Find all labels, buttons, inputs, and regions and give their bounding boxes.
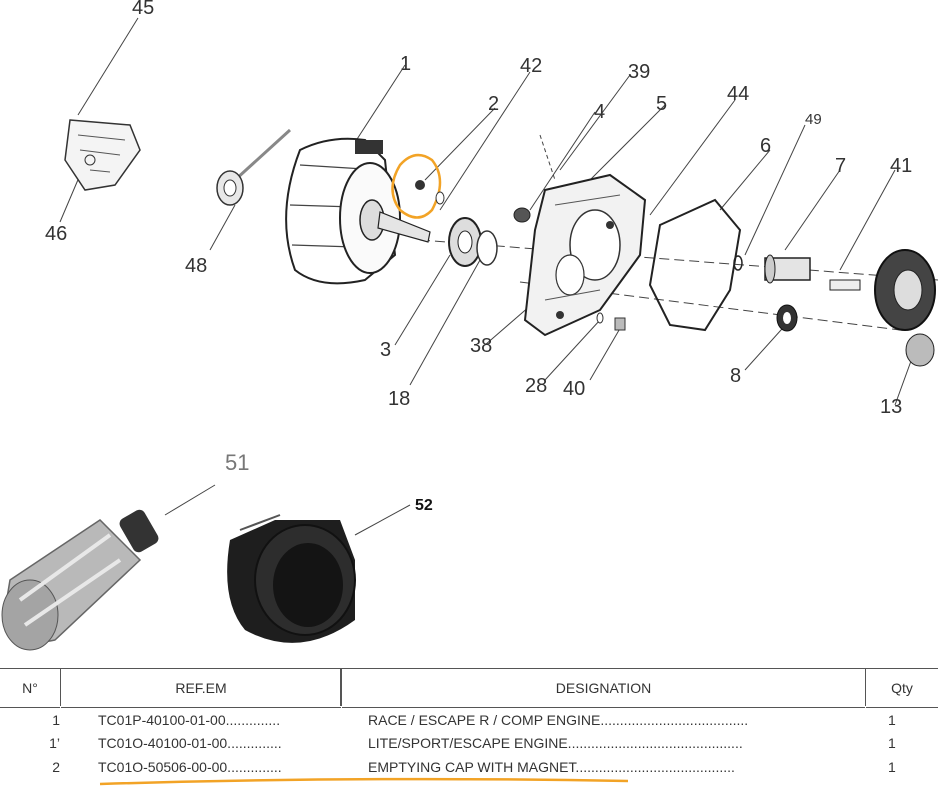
row-ref: TC01O-40100-01-00.............. [98, 735, 282, 751]
part-bearing-seal [435, 191, 498, 267]
callout-41: 41 [890, 155, 912, 177]
callout-18: 18 [388, 388, 410, 410]
callout-3: 3 [380, 339, 391, 361]
row-qty: 1 [888, 759, 896, 775]
part-screw [614, 317, 626, 331]
callout-13: 13 [880, 396, 902, 418]
row-designation: RACE / ESCAPE R / COMP ENGINE...........… [368, 712, 749, 728]
row-designation: EMPTYING CAP WITH MAGNET................… [368, 759, 735, 775]
part-motor-body [285, 137, 431, 285]
callout-7: 7 [835, 155, 846, 177]
row-no: 1’ [49, 735, 60, 751]
column-divider [340, 668, 342, 706]
row-no: 1 [52, 712, 60, 728]
part-small-bearing [513, 207, 531, 223]
part-circlip [733, 255, 743, 271]
callout-6: 6 [760, 135, 771, 157]
row-qty: 1 [888, 712, 896, 728]
parts-table: N° REF.EM DESIGNATION Qty 1 TC01P-40100-… [0, 668, 938, 786]
leader-lines [59, 17, 938, 536]
table-row: 1’ TC01O-40100-01-00.............. LITE/… [0, 731, 938, 755]
row-ref: TC01O-50506-00-00.............. [98, 759, 282, 775]
callout-8: 8 [730, 365, 741, 387]
row-qty: 1 [888, 735, 896, 751]
row-no: 2 [52, 759, 60, 775]
callout-52: 52 [415, 497, 433, 514]
part-small-gear [216, 128, 292, 206]
part-wiring-bracket [64, 119, 141, 191]
column-divider [865, 668, 866, 706]
callout-4: 4 [594, 101, 605, 123]
callout-42: 42 [520, 55, 542, 77]
callout-46: 46 [45, 223, 67, 245]
callout-48: 48 [185, 255, 207, 277]
callout-44: 44 [727, 83, 749, 105]
highlight-underline [99, 777, 629, 786]
callout-45: 45 [132, 0, 154, 19]
part-shaft [764, 254, 811, 284]
part-gearbox-housing [523, 173, 647, 337]
header-designation: DESIGNATION [342, 668, 865, 708]
part-pin [829, 279, 861, 291]
header-ref: REF.EM [61, 668, 341, 708]
callout-49: 49 [805, 111, 822, 128]
column-divider [60, 668, 61, 706]
callout-2: 2 [488, 93, 499, 115]
callout-51: 51 [225, 450, 249, 475]
exploded-parts-diagram: 45 1 42 39 2 4 5 44 49 6 7 41 46 48 3 18… [1, 0, 938, 651]
part-large-gear [874, 249, 936, 367]
row-ref: TC01P-40100-01-00.............. [98, 712, 281, 728]
callout-38: 38 [470, 335, 492, 357]
highlight-circle [391, 153, 442, 219]
part-gasket [648, 198, 742, 332]
part-oring [596, 312, 604, 324]
table-row: 2 TC01O-50506-00-00.............. EMPTYI… [0, 755, 938, 779]
callout-1: 1 [400, 53, 411, 75]
callout-28: 28 [525, 375, 547, 397]
header-qty: Qty [866, 668, 938, 708]
callout-5: 5 [656, 93, 667, 115]
part-extraction-tool [1, 509, 159, 651]
part-socket [227, 514, 356, 643]
header-no: N° [0, 668, 60, 708]
callout-39: 39 [628, 61, 650, 83]
table-row: 1 TC01P-40100-01-00.............. RACE /… [0, 708, 938, 732]
row-designation: LITE/SPORT/ESCAPE ENGINE................… [368, 735, 743, 751]
callout-40: 40 [563, 378, 585, 400]
